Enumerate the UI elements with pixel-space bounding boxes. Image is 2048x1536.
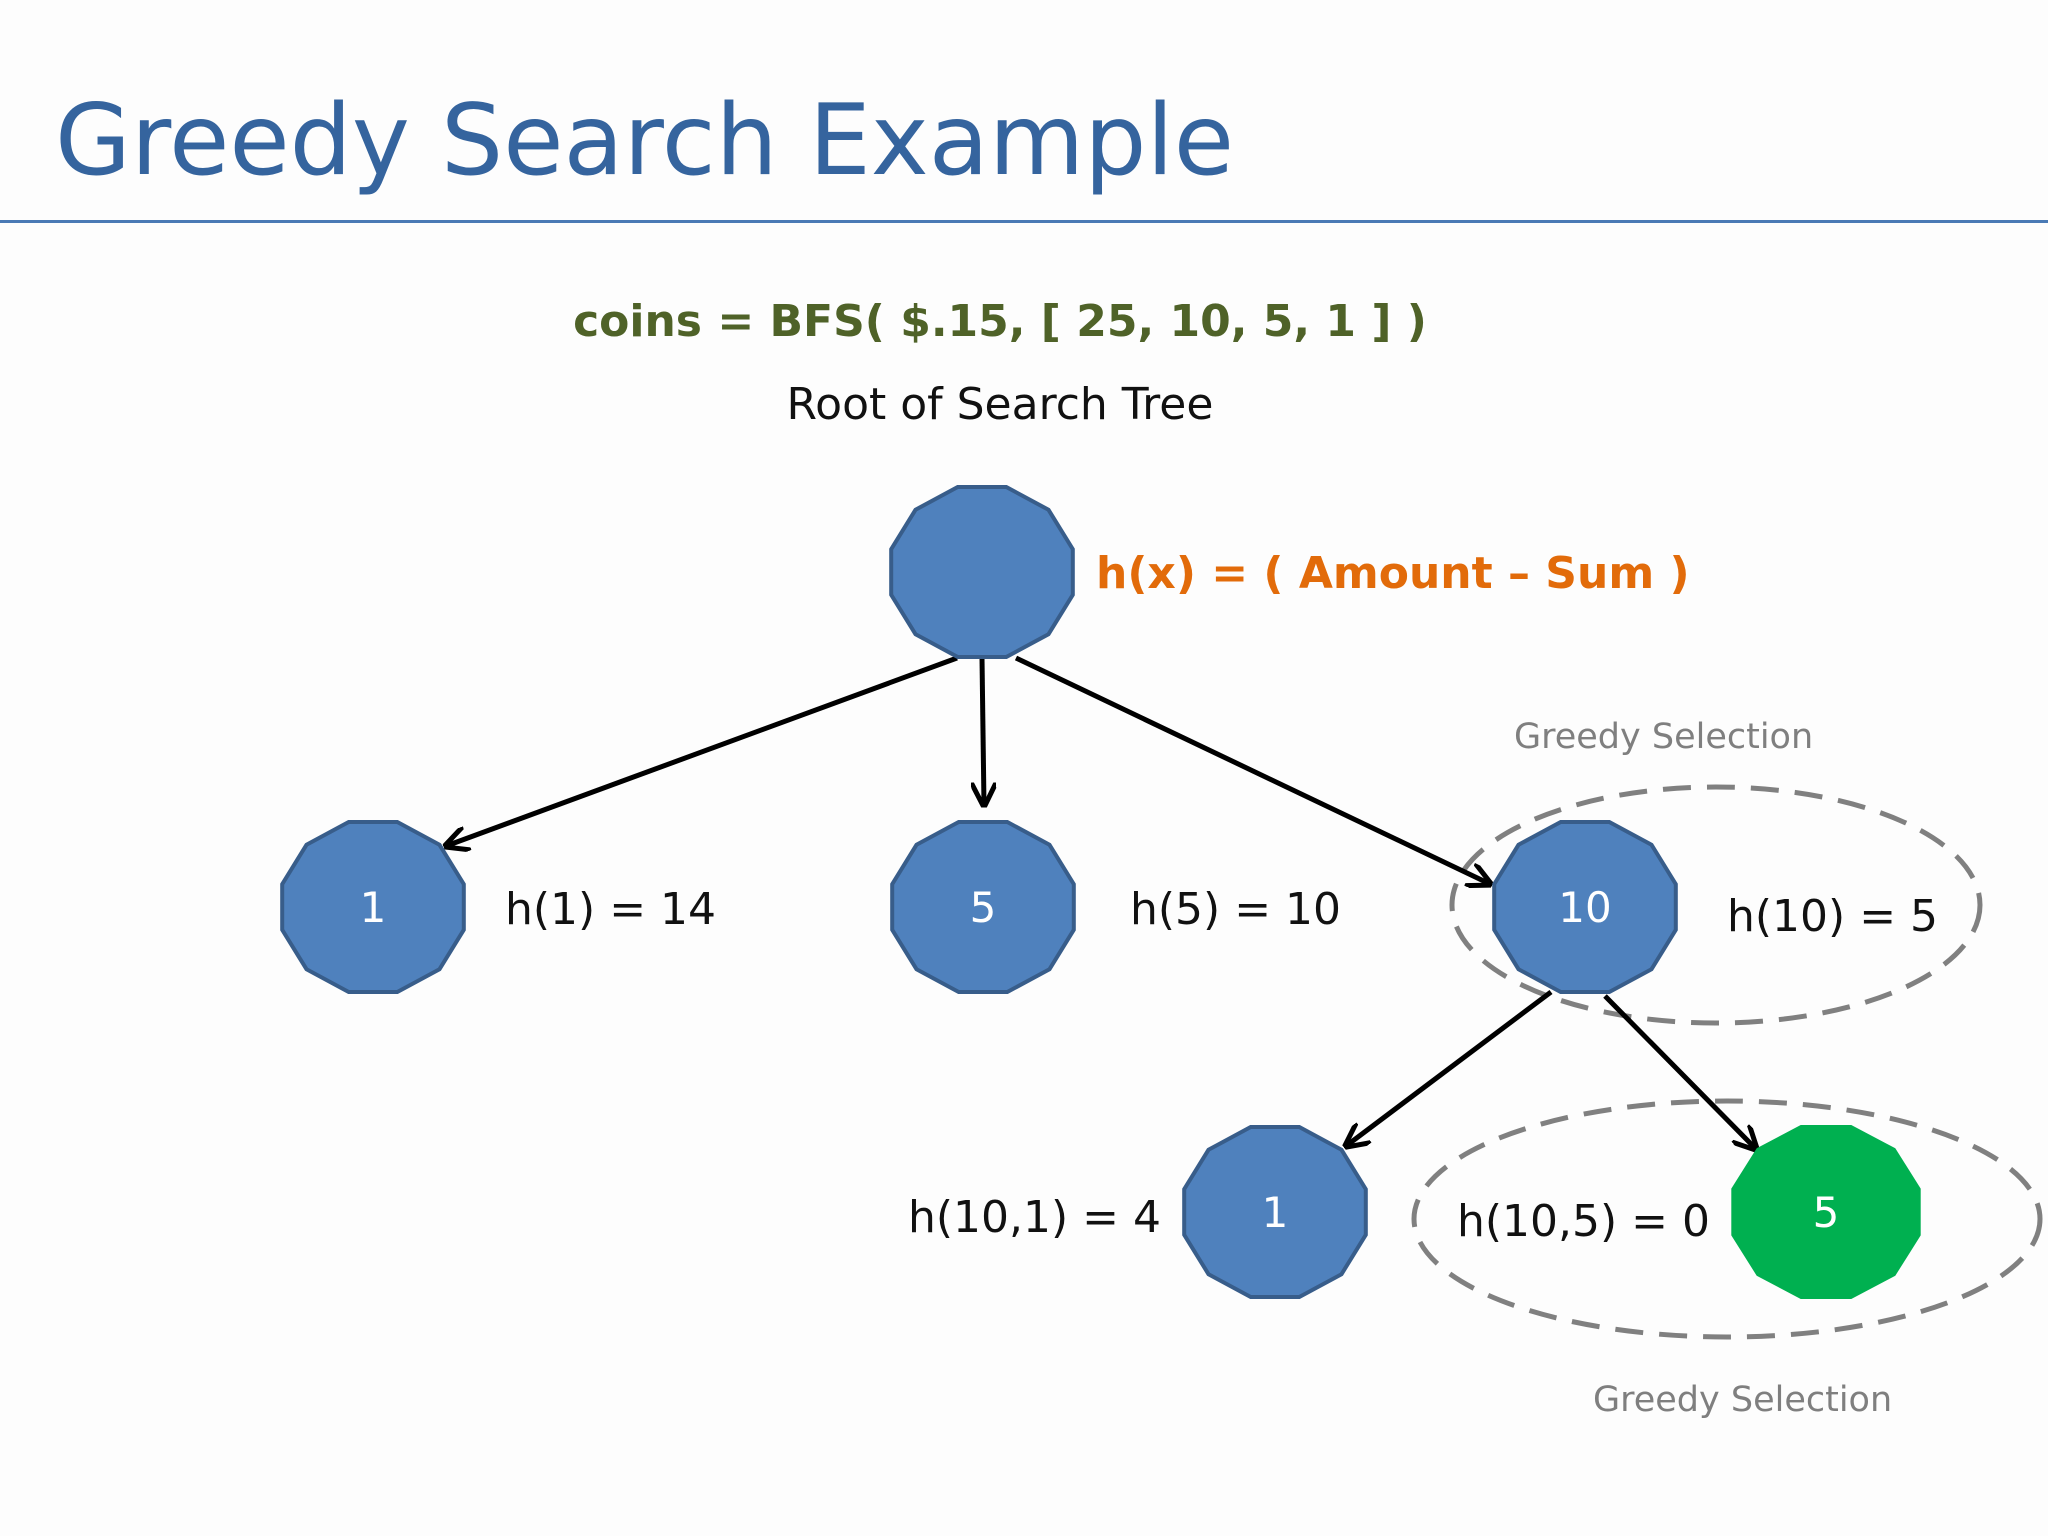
node-10-label: 10 bbox=[1558, 883, 1611, 932]
node-10 bbox=[1492, 820, 1678, 994]
edge-10-1 bbox=[1346, 990, 1553, 1146]
node-5 bbox=[890, 820, 1076, 994]
root-node bbox=[889, 485, 1075, 659]
title-divider bbox=[0, 220, 2048, 223]
edge-root-1 bbox=[446, 655, 958, 846]
h-label-10-5: h(10,5) = 0 bbox=[1457, 1196, 1711, 1247]
node-5-label: 5 bbox=[970, 883, 997, 932]
heuristic-formula: h(x) = ( Amount – Sum ) bbox=[1096, 548, 1690, 599]
greedy-selection-label-top: Greedy Selection bbox=[1514, 717, 1814, 757]
h-label-5: h(5) = 10 bbox=[1130, 884, 1342, 935]
h-label-10-1: h(10,1) = 4 bbox=[908, 1192, 1162, 1243]
node-10-1 bbox=[1182, 1125, 1368, 1299]
root-label: Root of Search Tree bbox=[786, 379, 1214, 430]
h-label-10: h(10) = 5 bbox=[1727, 891, 1939, 942]
edge-root-5 bbox=[982, 657, 984, 805]
node-10-1-label: 1 bbox=[1262, 1188, 1289, 1237]
node-10-5-label: 5 bbox=[1813, 1188, 1840, 1237]
edge-root-10 bbox=[1014, 655, 1490, 884]
greedy-selection-label-bottom: Greedy Selection bbox=[1593, 1380, 1893, 1420]
greedy-selection-ellipse-top bbox=[1449, 784, 1983, 1026]
node-10-5-selected bbox=[1731, 1125, 1921, 1299]
greedy-selection-ellipse-bottom bbox=[1411, 1098, 2043, 1340]
node-1 bbox=[280, 820, 466, 994]
node-1-label: 1 bbox=[360, 883, 387, 932]
slide-title: Greedy Search Example bbox=[55, 84, 1235, 198]
code-line: coins = BFS( $.15, [ 25, 10, 5, 1 ] ) bbox=[573, 296, 1427, 347]
edge-10-5 bbox=[1603, 994, 1756, 1149]
h-label-1: h(1) = 14 bbox=[505, 884, 717, 935]
